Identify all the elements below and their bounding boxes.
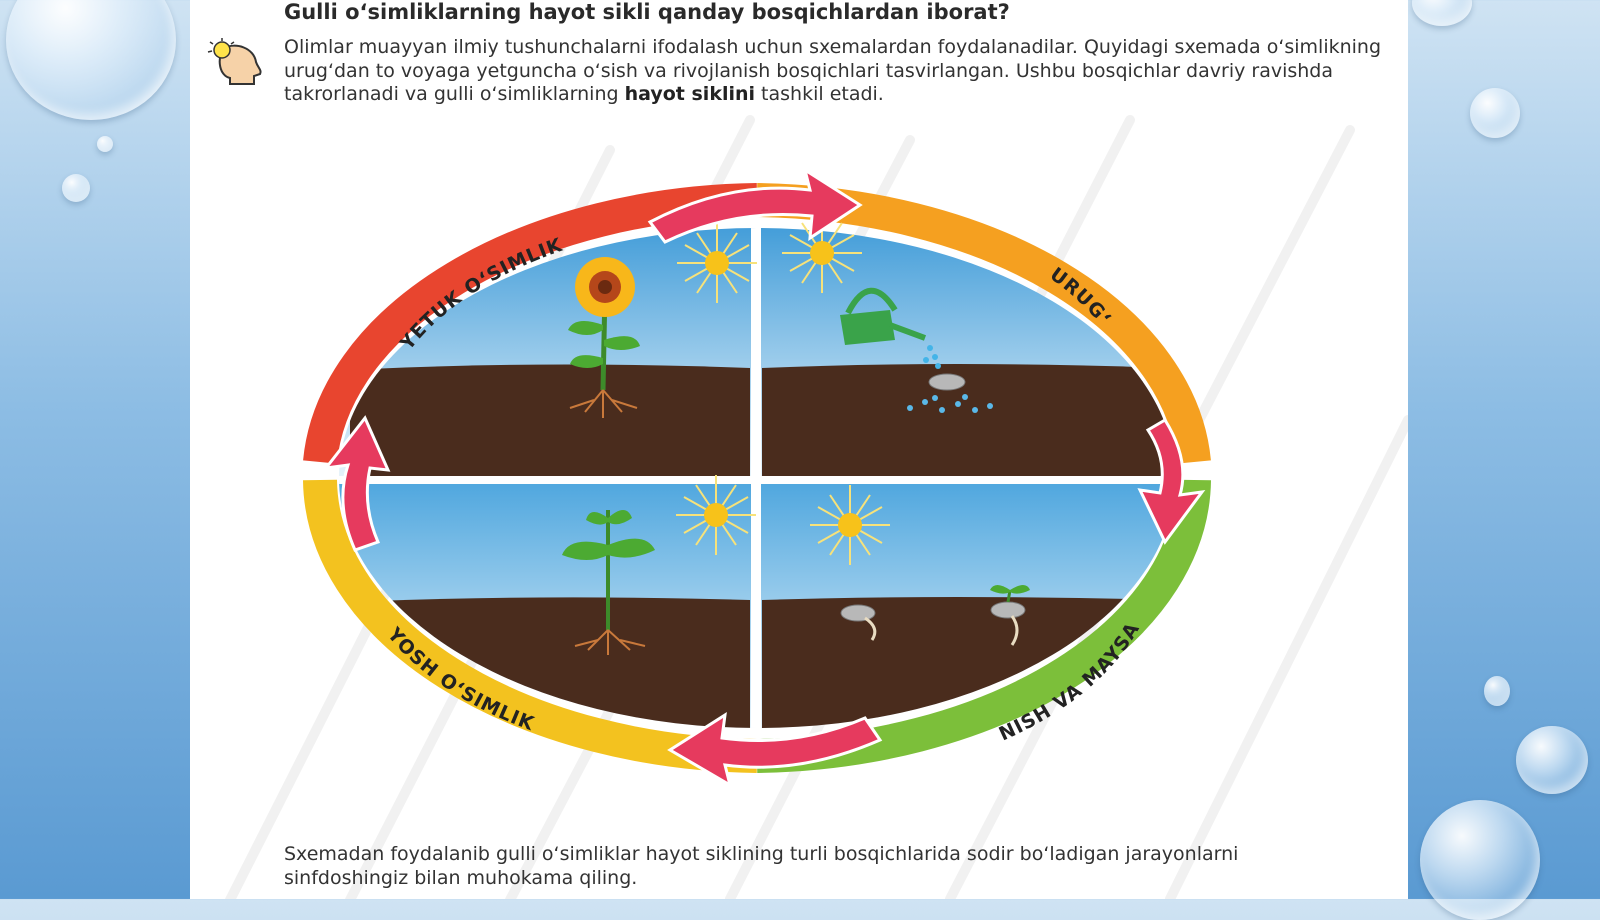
intro-paragraph: Olimlar muayyan ilmiy tushunchalarni ifo…: [284, 36, 1384, 107]
cycle-arrow-up: [322, 415, 391, 552]
water-drop-decoration: [1516, 726, 1588, 794]
idea-head-icon: [207, 38, 262, 85]
cycle-arrow-down: [1137, 417, 1206, 545]
intro-text-start: Olimlar muayyan ilmiy tushunchalarni ifo…: [284, 36, 1382, 105]
water-drop-decoration: [62, 174, 90, 202]
water-drop-decoration: [97, 136, 113, 152]
sun-icon: [677, 223, 757, 303]
document-page: Gulli o‘simliklarning hayot sikli qanday…: [190, 0, 1408, 899]
young-plant-icon: [562, 510, 655, 655]
water-drop-decoration: [1470, 88, 1520, 138]
sun-icon: [810, 485, 890, 565]
ring-mature: [303, 183, 758, 464]
watering-can-icon: [840, 287, 941, 369]
ring-young: [303, 479, 758, 773]
page-heading: Gulli o‘simliklarning hayot sikli qanday…: [284, 0, 1010, 24]
water-drop-decoration: [1420, 800, 1540, 920]
sprouting-seed-icon: [840, 585, 1030, 646]
cycle-arrow-left: [667, 712, 883, 789]
water-drop-decoration: [1412, 0, 1472, 26]
intro-text-end: tashkil etadi.: [755, 83, 884, 105]
sun-icon: [782, 213, 862, 293]
water-drop-decoration: [1484, 676, 1510, 706]
sunflower-icon: [568, 257, 640, 418]
seed-icon: [907, 373, 993, 413]
water-drop-decoration: [6, 0, 176, 120]
intro-bold-term: hayot siklini: [624, 83, 756, 105]
life-cycle-diagram: YETUK O‘SIMLIK URUG‘ NISH VA MAYSA YOSH …: [303, 166, 1211, 789]
discussion-paragraph: Sxemadan foydalanib gulli o‘simliklar ha…: [284, 843, 1239, 889]
cycle-arrow-right: [647, 166, 863, 244]
sun-icon: [676, 475, 756, 555]
